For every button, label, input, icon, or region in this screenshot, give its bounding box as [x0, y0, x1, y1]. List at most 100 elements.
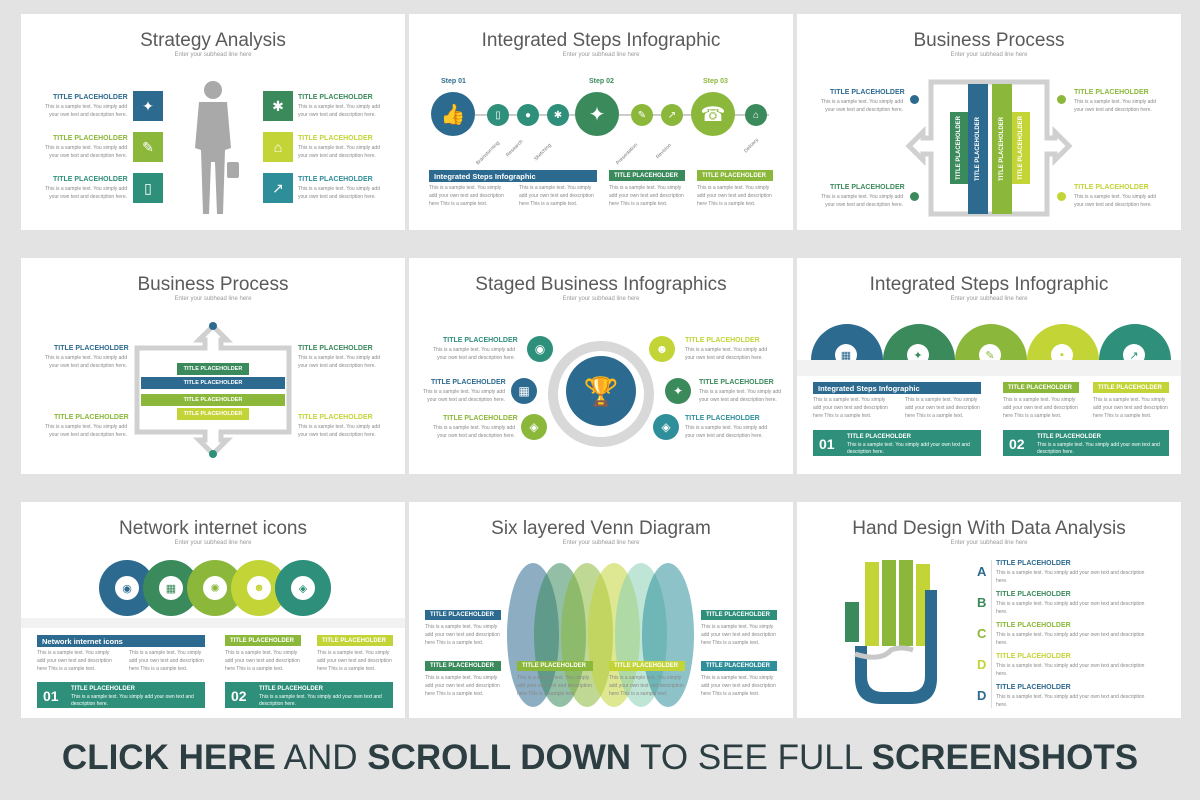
sample-text: This is a sample text. You simply add yo… — [1074, 99, 1156, 113]
title-placeholder: TITLE PLACEHOLDER — [53, 176, 128, 183]
slide-six-layered-venn[interactable]: Six layered Venn Diagram Enter your subh… — [409, 502, 793, 718]
cube-icon: ◈ — [521, 414, 547, 440]
title-placeholder: TITLE PLACEHOLDER — [996, 560, 1071, 567]
vertical-bar: TITLE PLACEHOLDER — [968, 84, 988, 214]
slide-subtitle: Enter your subhead line here — [174, 540, 252, 546]
grid-icon: ▦ — [159, 576, 183, 600]
title-placeholder-bar: TITLE PLACEHOLDER — [425, 661, 501, 671]
title-placeholder: TITLE PLACEHOLDER — [830, 184, 905, 191]
footer-scroll-down: SCROLL DOWN — [367, 738, 632, 777]
settings-icon: ✺ — [203, 576, 227, 600]
title-placeholder-bar: TITLE PLACEHOLDER — [701, 610, 777, 620]
sample-text: This is a sample text. You simply add yo… — [821, 194, 903, 208]
group-icon: ☻ — [247, 576, 271, 600]
bullet-dot — [209, 322, 217, 330]
slide-business-process-2[interactable]: Business Process Enter your subhead line… — [21, 258, 405, 474]
sample-text: This is a sample text. You simply add yo… — [905, 397, 980, 419]
slide-strategy-analysis[interactable]: Strategy Analysis Enter your subhead lin… — [21, 14, 405, 230]
ring-graphic — [548, 341, 654, 447]
dropbox-icon: ✦ — [665, 378, 691, 404]
footer-call-to-action[interactable]: CLICK HERE AND SCROLL DOWN TO SEE FULL S… — [0, 738, 1200, 778]
slide-integrated-steps-2[interactable]: Integrated Steps Infographic Enter your … — [797, 258, 1181, 474]
chat-icon: ▪ — [1051, 344, 1073, 360]
slide-title: Strategy Analysis — [140, 30, 286, 51]
title-placeholder-bar: TITLE PLACEHOLDER — [425, 610, 501, 620]
slide-staged-business[interactable]: Staged Business Infographics Enter your … — [409, 258, 793, 474]
bullet-dot — [910, 192, 919, 201]
yelp-icon: ✱ — [547, 104, 569, 126]
slide-subtitle: Enter your subhead line here — [174, 52, 252, 58]
title-placeholder: TITLE PLACEHOLDER — [54, 345, 129, 352]
sample-text: This is a sample text. You simply add yo… — [1003, 397, 1078, 419]
list-letter: B — [977, 595, 987, 610]
title-placeholder: TITLE PLACEHOLDER — [54, 414, 129, 421]
bullet-dot — [209, 450, 217, 458]
sample-text: This is a sample text. You simply add yo… — [699, 389, 781, 403]
sample-text: This is a sample text. You simply add yo… — [298, 186, 380, 200]
bullet-dot — [1057, 192, 1066, 201]
footer-click-here[interactable]: CLICK HERE — [61, 738, 276, 777]
vertical-bar: TITLE PLACEHOLDER — [1012, 112, 1030, 184]
slide-business-process-1[interactable]: Business Process Enter your subhead line… — [797, 14, 1181, 230]
title-placeholder: TITLE PLACEHOLDER — [298, 176, 373, 183]
box-title: TITLE PLACEHOLDER — [259, 686, 323, 692]
title-placeholder-bar: TITLE PLACEHOLDER — [225, 635, 301, 646]
title-placeholder: TITLE PLACEHOLDER — [1074, 89, 1149, 96]
slide-network-internet-icons[interactable]: Network internet icons Enter your subhea… — [21, 502, 405, 718]
numbered-box: 02 TITLE PLACEHOLDER This is a sample te… — [1003, 430, 1169, 456]
numbered-box: 01 TITLE PLACEHOLDER This is a sample te… — [813, 430, 981, 456]
title-placeholder-bar: TITLE PLACEHOLDER — [1093, 382, 1169, 393]
title-placeholder: TITLE PLACEHOLDER — [431, 379, 506, 386]
title-placeholder-bar: TITLE PLACEHOLDER — [701, 661, 777, 671]
sample-text: This is a sample text. You simply add yo… — [1074, 194, 1156, 208]
camera-icon: ◉ — [115, 576, 139, 600]
slide-title: Integrated Steps Infographic — [869, 274, 1109, 295]
sample-text: This is a sample text. You simply add yo… — [996, 570, 1145, 584]
process-arrows-graphic — [905, 79, 1073, 217]
horizontal-bar: TITLE PLACEHOLDER — [141, 394, 285, 406]
title-placeholder-bar: TITLE PLACEHOLDER — [609, 661, 685, 671]
sample-text: This is a sample text. You simply add yo… — [129, 650, 204, 672]
box-title: TITLE PLACEHOLDER — [71, 686, 135, 692]
step-label-rotated: Delivery — [743, 137, 761, 155]
horizontal-bar: TITLE PLACEHOLDER — [141, 377, 285, 389]
dropbox-icon: ✦ — [133, 91, 163, 121]
list-letter: D — [977, 688, 987, 703]
sample-text: This is a sample text. You simply add yo… — [701, 675, 776, 697]
sample-text: This is a sample text. You simply add yo… — [609, 675, 684, 697]
title-placeholder-bar: TITLE PLACEHOLDER — [317, 635, 393, 646]
bullet-dot — [910, 95, 919, 104]
step-label: Step 02 — [589, 78, 614, 85]
grid-icon: ▦ — [835, 344, 857, 360]
home-icon: ⌂ — [745, 104, 767, 126]
slide-title: Staged Business Infographics — [475, 274, 727, 295]
group-icon: ☻ — [649, 336, 675, 362]
slide-integrated-steps-1[interactable]: Integrated Steps Infographic Enter your … — [409, 14, 793, 230]
sample-text: This is a sample text. You simply add yo… — [996, 601, 1145, 615]
slide-subtitle: Enter your subhead line here — [950, 52, 1028, 58]
sample-text: This is a sample text. You simply add yo… — [298, 355, 380, 369]
sample-text: This is a sample text. You simply add yo… — [317, 650, 392, 672]
slide-subtitle: Enter your subhead line here — [950, 296, 1028, 302]
list-letter: D — [977, 657, 987, 672]
sample-text: This is a sample text. You simply add yo… — [298, 424, 380, 438]
slide-title: Business Process — [913, 30, 1065, 51]
box-text: This is a sample text. You simply add yo… — [259, 694, 382, 707]
slide-subtitle: Enter your subhead line here — [950, 540, 1028, 546]
thumbs-up-icon: 👍 — [431, 92, 475, 136]
box-number: 02 — [1009, 436, 1025, 452]
title-placeholder: TITLE PLACEHOLDER — [996, 591, 1071, 598]
title-placeholder-bar: TITLE PLACEHOLDER — [517, 661, 593, 671]
title-placeholder: TITLE PLACEHOLDER — [699, 379, 774, 386]
slide-hand-design[interactable]: Hand Design With Data Analysis Enter you… — [797, 502, 1181, 718]
sample-text: This is a sample text. You simply add yo… — [996, 663, 1145, 677]
camera-icon: ◉ — [527, 336, 553, 362]
slide-subtitle: Enter your subhead line here — [562, 52, 640, 58]
title-placeholder-bar: TITLE PLACEHOLDER — [697, 170, 773, 181]
share-icon: ↗ — [1123, 344, 1145, 360]
edit-icon: ✎ — [979, 344, 1001, 360]
arch-row: ▦ ✦ ✎ ▪ ↗ — [797, 316, 1181, 360]
vertical-bar: TITLE PLACEHOLDER — [992, 84, 1012, 214]
share-icon: ↗ — [661, 104, 683, 126]
title-placeholder: TITLE PLACEHOLDER — [53, 135, 128, 142]
